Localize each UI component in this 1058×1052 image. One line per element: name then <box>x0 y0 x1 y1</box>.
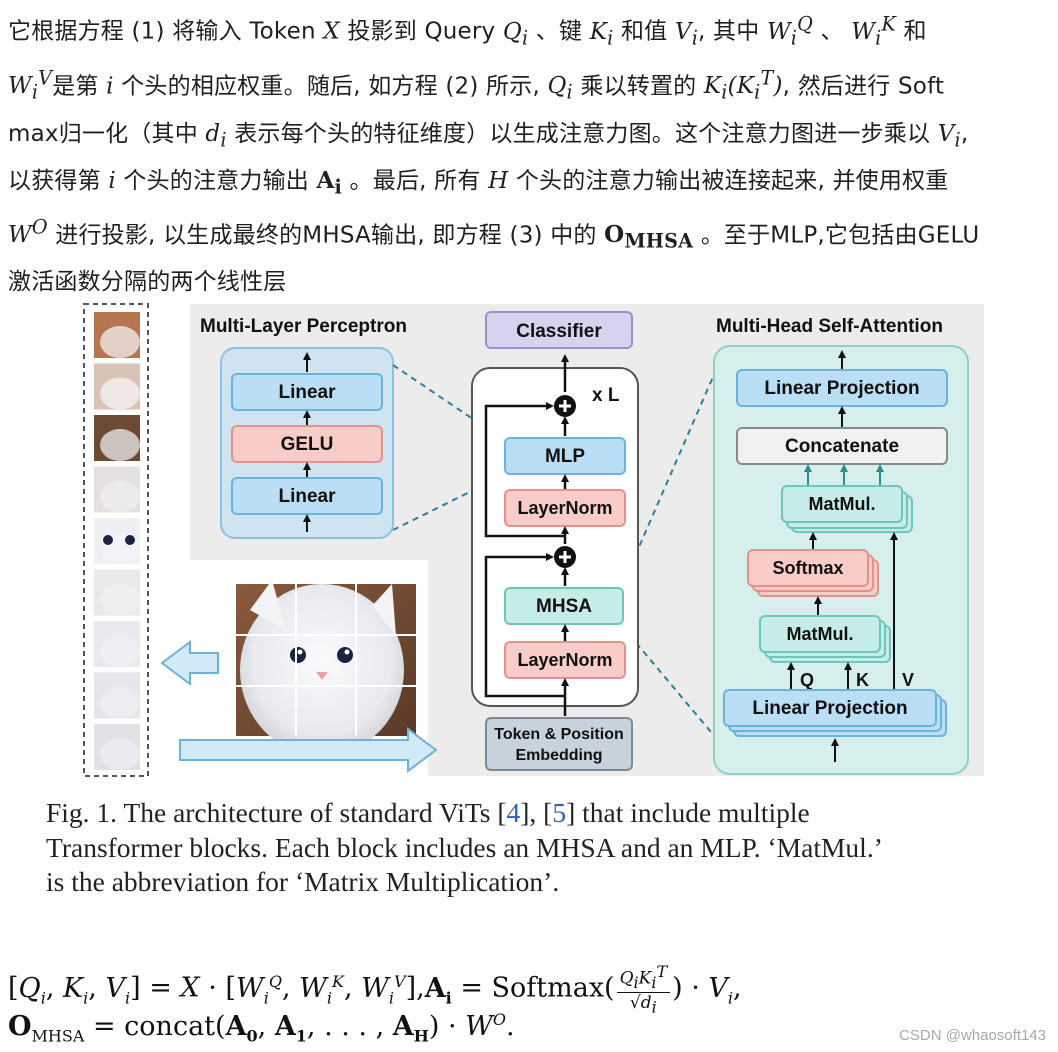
repeat-label: x L <box>592 385 620 406</box>
mhsa-panel: Multi-Head Self-Attention Linear Project… <box>713 316 969 775</box>
image-patch-fur <box>100 326 140 358</box>
classifier-label: Classifier <box>516 321 602 342</box>
mlp-box-label: MLP <box>545 446 585 467</box>
mlp-panel: Multi-Layer Perceptron Linear GELU Linea… <box>200 316 407 539</box>
k-label: K <box>856 670 869 690</box>
arrow-right-icon <box>179 727 438 773</box>
image-patch-fur <box>100 583 140 616</box>
patch-strip <box>83 303 149 777</box>
softmax-label: Softmax <box>772 558 843 578</box>
image-patch-fur <box>100 480 140 513</box>
citation-link-5[interactable]: 5 <box>552 797 567 828</box>
paragraph-line-6: 激活函数分隔的两个线性层 <box>8 269 287 296</box>
watermark: CSDN @whaosoft143 <box>899 1027 1046 1044</box>
mlp-panel-title: Multi-Layer Perceptron <box>200 316 407 337</box>
equation-2: OMHSA = concat(A0, A1, . . . , AH) · WO. <box>8 1010 515 1046</box>
paragraph-line-1: 它根据方程 (1) 将输入 Token X 投影到 Query Qi 、键 Ki… <box>8 12 927 50</box>
image-patch <box>94 724 140 770</box>
caption-line-3: is the abbreviation for ‘Matrix Multipli… <box>46 866 560 897</box>
caption-line-2: Transformer blocks. Each block includes … <box>46 831 883 863</box>
layernorm-top-label: LayerNorm <box>517 498 612 518</box>
paragraph-line-2: WiV是第 i 个头的相应权重。随后, 如方程 (2) 所示, Qi 乘以转置的… <box>8 66 945 104</box>
image-patch-fur <box>100 686 140 719</box>
cat-eye <box>103 535 113 545</box>
mhsa-linear-projection-bottom-box <box>723 689 937 727</box>
arrow-left-icon <box>160 640 219 686</box>
image-patch <box>94 672 140 719</box>
cat-eye <box>125 535 135 545</box>
mlp-linear-bottom-label: Linear <box>278 486 336 507</box>
residual-path-lower <box>484 553 565 698</box>
image-patch <box>94 466 140 513</box>
residual-path-upper <box>484 402 565 538</box>
classifier-box <box>485 311 633 349</box>
mhsa-linear-projection-bottom-label: Linear Projection <box>752 698 907 719</box>
paragraph-line-5: WO 进行投影, 以生成最终的MHSA输出, 即方程 (3) 中的 OMHSA … <box>8 215 980 253</box>
embedding-box <box>485 717 633 771</box>
paragraph-line-3: max归一化（其中 di 表示每个头的特征维度）以生成注意力图。这个注意力图进一… <box>8 120 969 152</box>
image-patch-fur <box>100 738 140 770</box>
figure-caption: Fig. 1. The architecture of standard ViT… <box>46 796 1036 900</box>
q-label: Q <box>800 670 814 690</box>
embedding-label-line1: Token & Position <box>494 726 623 743</box>
citation-link-4[interactable]: 4 <box>506 797 521 828</box>
embedding-label-line2: Embedding <box>515 747 602 764</box>
mhsa-linear-projection-top-label: Linear Projection <box>764 378 919 399</box>
matmul-bottom-label: MatMul. <box>787 624 854 644</box>
mhsa-panel-title: Multi-Head Self-Attention <box>716 316 943 337</box>
equation-1: [Qi, Ki, Vi] = X · [WiQ, WiK, WiV],Ai = … <box>8 962 742 1017</box>
matmul-bottom-box <box>759 615 881 653</box>
image-patch <box>94 621 140 667</box>
cat-image-grid <box>236 580 416 756</box>
transformer-block: Classifier x L MLP LayerNorm MHSA LayerN… <box>471 311 639 771</box>
concatenate-label: Concatenate <box>785 436 899 457</box>
mhsa-box-label: MHSA <box>536 596 592 617</box>
image-patch-fur <box>100 635 140 667</box>
image-patch-fur <box>100 377 140 410</box>
v-label: V <box>902 670 914 690</box>
paragraph-line-4: 以获得第 i 个头的注意力输出 Ai 。最后, 所有 H 个头的注意力输出被连接… <box>8 166 949 199</box>
mlp-gelu-label: GELU <box>281 434 334 455</box>
image-patch-fur <box>100 429 140 461</box>
matmul-top-label: MatMul. <box>809 494 876 514</box>
matmul-top-box <box>781 485 903 523</box>
body-paragraph: 它根据方程 (1) 将输入 Token X 投影到 Query Qi 、键 Ki… <box>8 4 1052 303</box>
caption-line-1: Fig. 1. The architecture of standard ViT… <box>46 797 810 828</box>
softmax-box <box>747 549 869 587</box>
image-patch <box>94 569 140 616</box>
mlp-linear-top-label: Linear <box>278 382 336 403</box>
layernorm-bottom-label: LayerNorm <box>517 650 612 670</box>
